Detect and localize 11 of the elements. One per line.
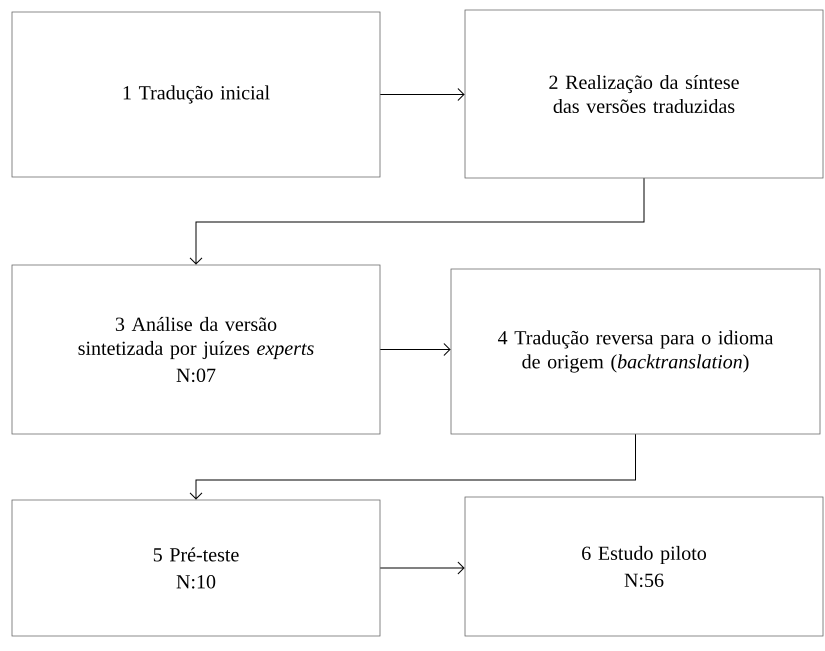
arrow <box>190 178 644 265</box>
process-box: 6 Estudo piloto N:56 <box>464 496 824 636</box>
arrow <box>380 562 465 574</box>
arrow <box>380 88 465 101</box>
process-box: 2 Realização da síntese das versões traduzidas <box>464 10 824 178</box>
arrow <box>380 343 451 356</box>
arrow <box>190 434 636 500</box>
process-box: 1 Tradução inicial <box>12 12 380 178</box>
process-box: 4 Tradução reversa para o idioma de origem (backtranslation) <box>450 268 820 434</box>
process-box: 5 Pré-teste N:10 <box>12 500 380 636</box>
process-box: 3 Análise da versão sintetizada por juízes experts N:07 <box>12 264 380 434</box>
